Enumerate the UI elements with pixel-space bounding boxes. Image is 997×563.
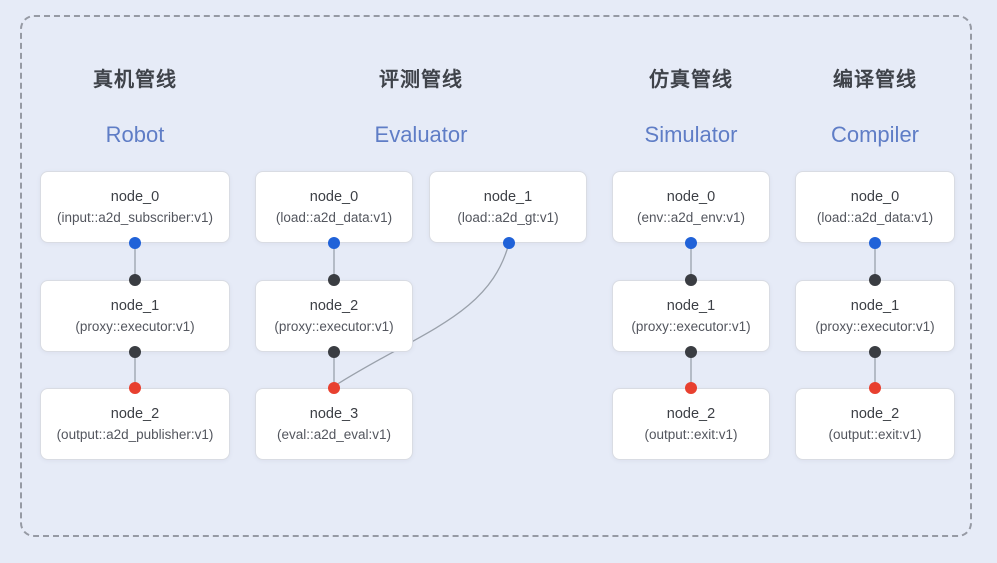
node-compiler-0: node_0 (load::a2d_data:v1) bbox=[795, 171, 955, 243]
node-type: (load::a2d_data:v1) bbox=[275, 210, 393, 225]
pipeline-title-en-compiler: Compiler bbox=[830, 122, 920, 147]
output-port-dot bbox=[328, 346, 340, 358]
node-name: node_0 bbox=[850, 189, 900, 205]
node-name: node_2 bbox=[666, 406, 716, 422]
node-name: node_2 bbox=[309, 298, 359, 314]
node-type: (proxy::executor:v1) bbox=[75, 319, 195, 334]
output-port-dot bbox=[685, 346, 697, 358]
pipeline-title-zh-robot: 真机管线 bbox=[93, 69, 177, 91]
pipeline-title-zh-evaluator: 评测管线 bbox=[379, 69, 463, 91]
result-port-dot bbox=[685, 382, 697, 394]
output-port-dot bbox=[869, 346, 881, 358]
input-port-dot bbox=[328, 274, 340, 286]
node-type: (input::a2d_subscriber:v1) bbox=[56, 210, 214, 225]
node-name: node_1 bbox=[850, 298, 900, 314]
node-simulator-2: node_2 (output::exit:v1) bbox=[612, 388, 770, 460]
pipeline-title-en-simulator: Simulator bbox=[644, 122, 738, 147]
input-port-dot bbox=[685, 274, 697, 286]
node-robot-1: node_1 (proxy::executor:v1) bbox=[40, 280, 230, 352]
node-name: node_0 bbox=[110, 189, 160, 205]
node-simulator-0: node_0 (env::a2d_env:v1) bbox=[612, 171, 770, 243]
node-name: node_2 bbox=[850, 406, 900, 422]
node-evaluator-2: node_2 (proxy::executor:v1) bbox=[255, 280, 413, 352]
node-simulator-1: node_1 (proxy::executor:v1) bbox=[612, 280, 770, 352]
node-type: (output::exit:v1) bbox=[644, 427, 738, 442]
edge-evaluator-gt-curve bbox=[335, 242, 510, 386]
node-type: (proxy::executor:v1) bbox=[274, 319, 394, 334]
result-port-dot bbox=[328, 382, 340, 394]
node-name: node_1 bbox=[483, 189, 533, 205]
output-port-dot bbox=[129, 237, 141, 249]
node-type: (load::a2d_data:v1) bbox=[816, 210, 934, 225]
pipeline-title-zh-simulator: 仿真管线 bbox=[649, 69, 733, 91]
node-compiler-2: node_2 (output::exit:v1) bbox=[795, 388, 955, 460]
node-name: node_3 bbox=[309, 406, 359, 422]
input-port-dot bbox=[869, 274, 881, 286]
node-evaluator-1: node_1 (load::a2d_gt:v1) bbox=[429, 171, 587, 243]
node-compiler-1: node_1 (proxy::executor:v1) bbox=[795, 280, 955, 352]
result-port-dot bbox=[129, 382, 141, 394]
output-port-dot bbox=[869, 237, 881, 249]
node-robot-2: node_2 (output::a2d_publisher:v1) bbox=[40, 388, 230, 460]
node-name: node_0 bbox=[309, 189, 359, 205]
node-name: node_1 bbox=[110, 298, 160, 314]
input-port-dot bbox=[129, 274, 141, 286]
node-name: node_2 bbox=[110, 406, 160, 422]
node-type: (env::a2d_env:v1) bbox=[636, 210, 746, 225]
pipeline-title-en-robot: Robot bbox=[105, 122, 165, 147]
pipeline-title-en-evaluator: Evaluator bbox=[374, 122, 468, 147]
node-type: (proxy::executor:v1) bbox=[815, 319, 935, 334]
result-port-dot bbox=[869, 382, 881, 394]
output-port-dot bbox=[129, 346, 141, 358]
output-port-dot bbox=[685, 237, 697, 249]
node-name: node_0 bbox=[666, 189, 716, 205]
node-type: (eval::a2d_eval:v1) bbox=[276, 427, 392, 442]
node-type: (load::a2d_gt:v1) bbox=[457, 210, 559, 225]
dashed-frame bbox=[20, 15, 972, 537]
node-type: (output::a2d_publisher:v1) bbox=[56, 427, 214, 442]
output-port-dot bbox=[328, 237, 340, 249]
node-evaluator-0: node_0 (load::a2d_data:v1) bbox=[255, 171, 413, 243]
node-name: node_1 bbox=[666, 298, 716, 314]
pipeline-title-zh-compiler: 编译管线 bbox=[833, 69, 917, 91]
node-type: (output::exit:v1) bbox=[828, 427, 922, 442]
node-evaluator-3: node_3 (eval::a2d_eval:v1) bbox=[255, 388, 413, 460]
node-type: (proxy::executor:v1) bbox=[631, 319, 751, 334]
node-robot-0: node_0 (input::a2d_subscriber:v1) bbox=[40, 171, 230, 243]
output-port-dot bbox=[503, 237, 515, 249]
